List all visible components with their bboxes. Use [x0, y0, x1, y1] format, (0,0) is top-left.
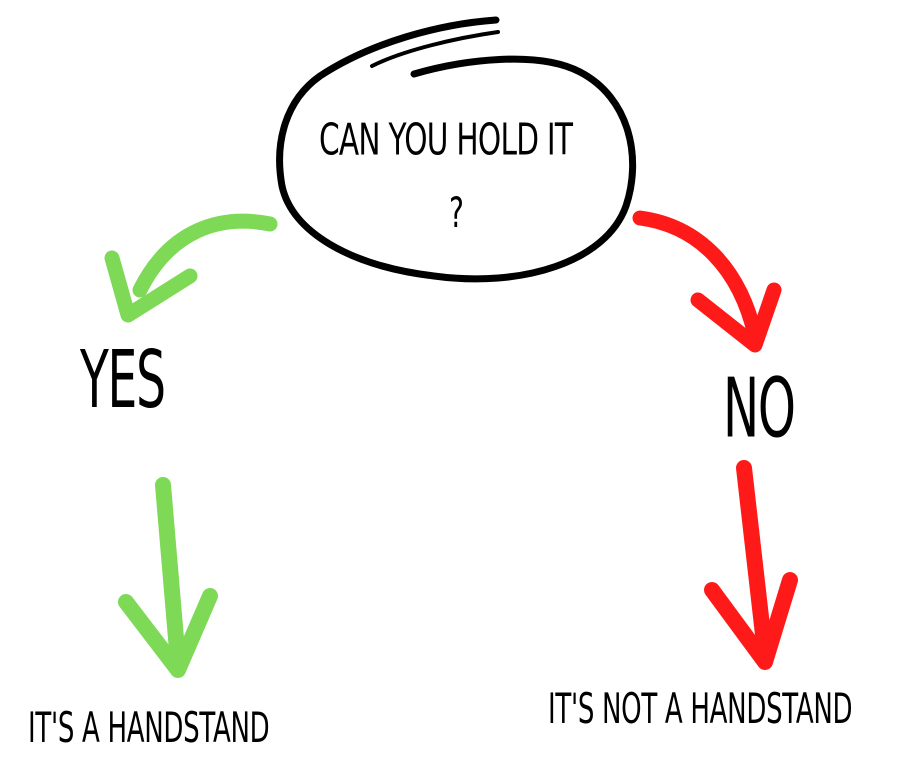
arrow-down-icon — [704, 460, 798, 670]
yes-result-text: IT'S A HANDSTAND — [28, 703, 270, 752]
question-text: CAN YOU HOLD IT — [319, 114, 573, 166]
curved-arrow-down-right-icon — [632, 210, 782, 353]
no-result-text: IT'S NOT A HANDSTAND — [548, 684, 853, 733]
curved-arrow-down-left-icon — [104, 213, 278, 323]
no-label: NO — [723, 361, 796, 457]
arrow-down-icon — [118, 477, 218, 678]
question-mark: ? — [449, 188, 464, 238]
question-circle — [276, 16, 637, 283]
yes-label: YES — [80, 332, 166, 427]
